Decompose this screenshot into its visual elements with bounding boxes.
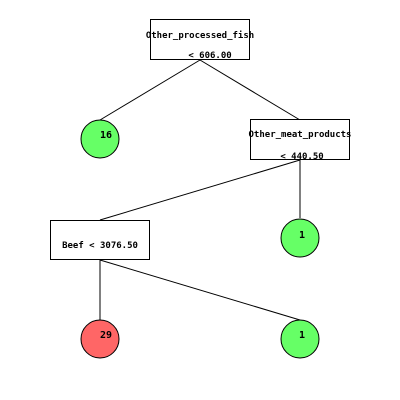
edge-meat-to-beef-node — [99, 159, 301, 221]
edge-root-to-meat-node — [199, 59, 301, 121]
split-node-meat-threshold: < 440.50 — [280, 152, 323, 162]
split-node-beef-box — [50, 220, 150, 260]
split-node-beef-label: Beef < 3076.50 — [62, 241, 138, 251]
leaf-beef-left-value: 29 — [100, 330, 112, 341]
leaf-beef-right-value: 1 — [299, 330, 305, 341]
leaf-meat-right-circle — [280, 218, 320, 258]
split-node-root-threshold: < 606.00 — [188, 51, 231, 61]
edge-root-to-leaf-left — [99, 59, 201, 121]
leaf-beef-left-circle — [80, 319, 120, 359]
split-node-root-feature: Other_processed_fish — [146, 30, 254, 41]
leaf-node-root-left: 16 — [80, 119, 120, 159]
leaf-node-beef-left: 29 — [80, 319, 120, 359]
split-node-meat: Other_meat_products < 440.50 — [249, 119, 352, 162]
split-node-root-box — [150, 19, 250, 60]
leaf-node-meat-right: 1 — [280, 218, 320, 258]
split-node-meat-feature: Other_meat_products — [249, 130, 352, 140]
leaf-root-left-value: 16 — [100, 130, 112, 141]
edge-beef-to-leaf-right — [99, 259, 301, 321]
leaf-root-left-circle — [80, 119, 120, 159]
split-node-beef: Beef < 3076.50 — [50, 220, 150, 260]
leaf-meat-right-value: 1 — [299, 230, 305, 241]
split-node-root: Other_processed_fish < 606.00 — [146, 19, 254, 61]
leaf-beef-right-circle — [280, 319, 320, 359]
split-node-meat-box — [250, 119, 350, 160]
leaf-node-beef-right: 1 — [280, 319, 320, 359]
